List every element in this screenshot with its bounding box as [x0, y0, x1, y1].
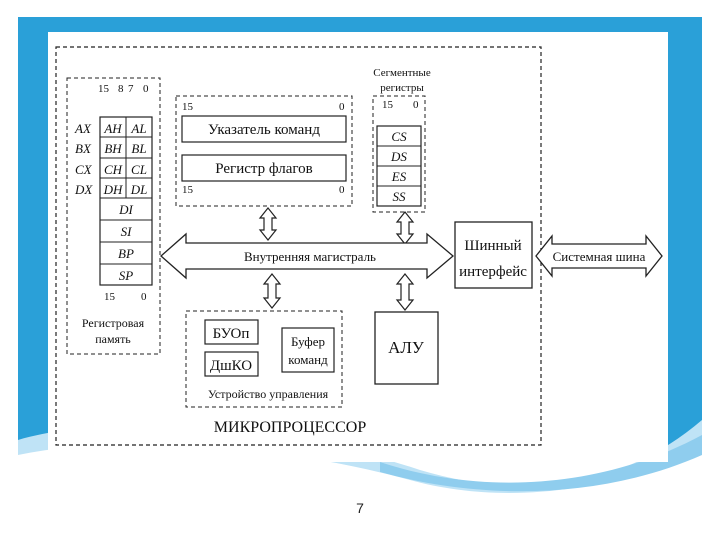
alu-label: АЛУ: [388, 338, 425, 357]
register-footer-bit-15: 15: [104, 291, 116, 303]
reg-bp: BP: [118, 246, 134, 261]
register-bit-8: 8: [118, 83, 124, 95]
reg-dh: DH: [103, 182, 123, 197]
register-bit-0: 0: [143, 83, 149, 95]
command-buffer-label-1: Буфер: [291, 334, 325, 349]
flags-bit-0: 0: [339, 184, 345, 196]
instruction-pointer-label: Указатель команд: [208, 122, 320, 138]
command-buffer-box: [281, 327, 335, 373]
microprocessor-label: МИКРОПРОЦЕССОР: [214, 419, 367, 436]
segment-bit-0: 0: [413, 99, 419, 111]
system-bus-arrow: [535, 234, 663, 278]
dshko-label: ДшКО: [210, 358, 252, 374]
buop-label: БУОп: [213, 326, 250, 342]
system-bus-label: Системная шина: [553, 249, 646, 264]
register-memory-title-2: память: [95, 332, 131, 346]
reg-ch: CH: [104, 162, 123, 177]
arrow-flags-bus: [258, 207, 278, 241]
control-unit-title: Устройство управления: [208, 387, 329, 401]
ip-bit-15: 15: [182, 101, 194, 113]
reg-cl: CL: [131, 162, 147, 177]
alu-box: [374, 311, 439, 385]
reg-si: SI: [121, 224, 133, 239]
register-bit-7: 7: [128, 83, 134, 95]
flags-register-box: [181, 154, 347, 182]
seg-ds: DS: [390, 149, 407, 164]
bus-interface-box: [454, 221, 533, 289]
reg-bh: BH: [104, 141, 122, 156]
reg-ax-label: AX: [74, 121, 92, 136]
ip-bit-0: 0: [339, 101, 345, 113]
reg-bx-label: BX: [75, 141, 92, 156]
reg-ah: AH: [103, 121, 122, 136]
arrow-bus-control: [262, 273, 282, 309]
pointer-flags-box: [175, 95, 353, 207]
reg-di: DI: [118, 202, 133, 217]
segment-registers-title-1: Сегментные: [373, 67, 431, 79]
command-buffer-label-2: команд: [288, 352, 328, 367]
reg-cx-label: CX: [75, 162, 93, 177]
flags-register-label: Регистр флагов: [215, 161, 312, 177]
reg-al: AL: [130, 121, 146, 136]
register-memory-box: [66, 77, 161, 355]
instruction-pointer-box: [181, 115, 347, 143]
segment-bit-15: 15: [382, 99, 394, 111]
register-footer-bit-0: 0: [141, 291, 147, 303]
register-memory-title-1: Регистровая: [82, 316, 145, 330]
reg-bl: BL: [131, 141, 146, 156]
reg-sp: SP: [119, 268, 134, 283]
internal-bus-label: Внутренняя магистраль: [244, 249, 376, 264]
slide-frame-left: [18, 17, 48, 449]
internal-bus-arrow: [160, 232, 455, 280]
register-bit-15: 15: [98, 83, 110, 95]
flags-bit-15: 15: [182, 184, 194, 196]
seg-es: ES: [391, 169, 407, 184]
reg-dx-label: DX: [74, 182, 93, 197]
bus-interface-label-2: интерфейс: [459, 264, 527, 280]
control-unit-box: [185, 310, 343, 408]
buop-box: [204, 319, 259, 345]
bus-interface-label-1: Шинный: [464, 238, 521, 254]
seg-ss: SS: [393, 189, 407, 204]
arrow-bus-alu: [395, 273, 415, 311]
segment-registers-title-2: регистры: [380, 82, 424, 94]
reg-dl: DL: [130, 182, 148, 197]
dshko-box: [204, 351, 259, 377]
arrow-segment-bus: [395, 211, 415, 245]
page-number: 7: [356, 500, 364, 516]
seg-cs: CS: [391, 129, 407, 144]
slide-frame-right: [668, 17, 702, 449]
